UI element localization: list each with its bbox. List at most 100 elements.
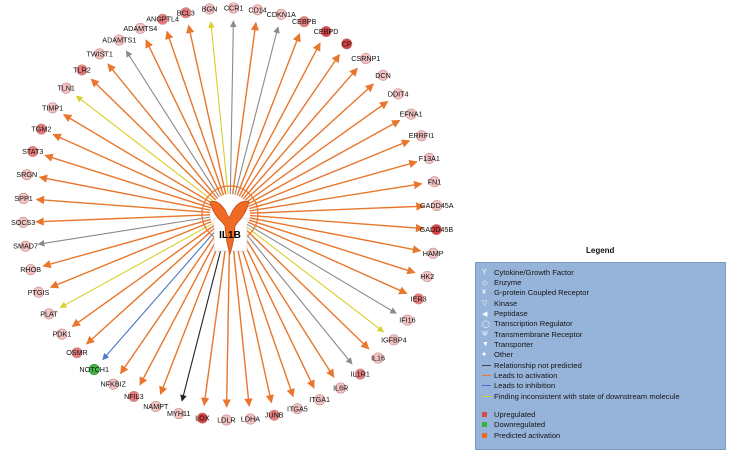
edge-cp — [240, 53, 340, 198]
node-bgn[interactable]: BGN — [202, 3, 218, 15]
node-itga1[interactable]: ITGA1 — [309, 394, 330, 406]
node-adamts1[interactable]: ADAMTS1 — [102, 34, 136, 46]
node-label: CDKN1A — [267, 10, 296, 19]
node-cp[interactable]: CP — [341, 38, 353, 50]
edge-spp1 — [35, 195, 211, 214]
node-efna1[interactable]: EFNA1 — [399, 108, 423, 120]
legend-row-relationship: Relationship not predicted — [482, 360, 725, 370]
node-label: ADAMTS1 — [102, 35, 136, 44]
node-shape-icon — [413, 293, 425, 305]
node-ifi16[interactable]: IFI16 — [399, 314, 416, 326]
node-label: ITGA1 — [309, 395, 330, 404]
node-shape-icon — [423, 152, 435, 164]
node-gadd45a[interactable]: GADD45A — [420, 200, 454, 212]
node-bcl3[interactable]: BCL3 — [177, 7, 195, 19]
node-nfil3[interactable]: NFIL3 — [124, 390, 144, 402]
node-itga5[interactable]: ITGA5 — [287, 403, 308, 415]
node-fn1[interactable]: FN1 — [428, 176, 442, 188]
node-ptgis[interactable]: PTGIS — [28, 286, 50, 298]
node-shape-icon — [94, 48, 106, 60]
hub-node[interactable]: IL1B — [209, 201, 250, 256]
node-errfi1[interactable]: ERRFI1 — [409, 130, 435, 142]
node-ldlr[interactable]: LDLR — [217, 414, 236, 426]
node-ccr1[interactable]: CCR1 — [224, 2, 244, 14]
node-timp1[interactable]: TIMP1 — [42, 102, 63, 114]
node-smad7[interactable]: SMAD7 — [13, 240, 38, 252]
node-ier3[interactable]: IER3 — [411, 293, 427, 305]
node-shape-icon — [107, 378, 119, 390]
node-ldha[interactable]: LDHA — [241, 413, 260, 425]
node-plat[interactable]: PLAT — [40, 308, 58, 320]
legend-label: Enzyme — [494, 278, 522, 288]
node-cd14[interactable]: CD14 — [248, 4, 267, 16]
node-notch1[interactable]: NOTCH1 — [79, 363, 109, 375]
node-nfkbiz[interactable]: NFKBIZ — [100, 378, 127, 390]
state-swatch-icon — [482, 432, 487, 438]
node-pdk1[interactable]: PDK1 — [52, 328, 71, 340]
node-shape-icon — [360, 53, 372, 65]
node-twist1[interactable]: TWIST1 — [87, 48, 113, 60]
node-rhob[interactable]: RHOB — [20, 264, 41, 276]
node-cdkn1a[interactable]: CDKN1A — [267, 8, 296, 20]
edge-dcn — [244, 83, 375, 202]
node-cebpd[interactable]: CEBPD — [314, 26, 339, 38]
node-tgm2[interactable]: TGM2 — [31, 123, 51, 135]
node-angptl4[interactable]: ANGPTL4 — [146, 13, 179, 25]
node-hk2[interactable]: HK2 — [420, 271, 434, 283]
node-label: LOX — [195, 414, 210, 423]
other-icon: ● — [482, 351, 487, 359]
node-label: IFI16 — [399, 316, 415, 325]
node-ddit4[interactable]: DDIT4 — [388, 88, 409, 100]
node-il6r[interactable]: IL6R — [333, 382, 348, 394]
node-csrnp1[interactable]: CSRNP1 — [351, 53, 380, 65]
node-label: ADAMTS4 — [123, 24, 157, 33]
node-label: PTGIS — [28, 288, 50, 297]
node-il16[interactable]: IL16 — [371, 352, 385, 364]
node-tln1[interactable]: TLN1 — [57, 82, 75, 94]
edge-nfil3 — [139, 231, 222, 386]
node-dcn[interactable]: DCN — [375, 69, 391, 81]
node-label: GADD45B — [420, 225, 454, 234]
node-junb[interactable]: JUNB — [265, 409, 284, 421]
node-shape-icon — [314, 394, 326, 406]
node-socs3[interactable]: SOCS3 — [11, 216, 35, 228]
node-igfbp4[interactable]: IGFBP4 — [381, 334, 407, 346]
node-label: SOCS3 — [11, 218, 35, 227]
legend-label: Leads to inhibition — [494, 381, 556, 391]
node-osmr[interactable]: OSMR — [66, 347, 88, 359]
node-srgn[interactable]: SRGN — [16, 169, 37, 181]
edge-gadd45b — [249, 214, 425, 233]
edge-ptgis — [49, 220, 212, 289]
node-nampt[interactable]: NAMPT — [143, 400, 169, 412]
node-shape-icon — [150, 400, 162, 412]
node-shape-icon — [88, 363, 100, 375]
node-stat3[interactable]: STAT3 — [22, 145, 43, 157]
edge-itga1 — [238, 231, 315, 389]
edge-tgm2 — [52, 133, 213, 207]
node-shape-icon — [268, 409, 280, 421]
node-myh11[interactable]: MYH11 — [167, 408, 190, 420]
edge-f13a1 — [249, 159, 418, 210]
hub-label: IL1B — [219, 230, 241, 241]
node-adamts4[interactable]: ADAMTS4 — [123, 22, 157, 34]
edge-tlr2 — [90, 78, 217, 201]
edge-bcl3 — [186, 24, 227, 195]
node-spp1[interactable]: SPP1 — [14, 192, 33, 204]
edge-cebpd — [238, 42, 321, 197]
node-gadd45b[interactable]: GADD45B — [420, 224, 454, 236]
node-hamp[interactable]: HAMP — [423, 247, 444, 259]
node-label: CEBPD — [314, 27, 339, 36]
edge-junb — [233, 233, 274, 404]
node-cebpb[interactable]: CEBPB — [292, 16, 317, 28]
node-shape-icon — [335, 382, 347, 394]
node-tlr2[interactable]: TLR2 — [73, 64, 91, 76]
node-label: NOTCH1 — [79, 365, 109, 374]
node-f13a1[interactable]: F13A1 — [419, 152, 440, 164]
edge-csrnp1 — [242, 67, 358, 200]
edge-rhob — [42, 218, 211, 269]
node-il1r1[interactable]: IL1R1 — [351, 368, 370, 380]
node-label: IL1R1 — [351, 370, 370, 379]
legend-label: Kinase — [494, 298, 518, 308]
node-lox[interactable]: LOX — [195, 412, 210, 424]
